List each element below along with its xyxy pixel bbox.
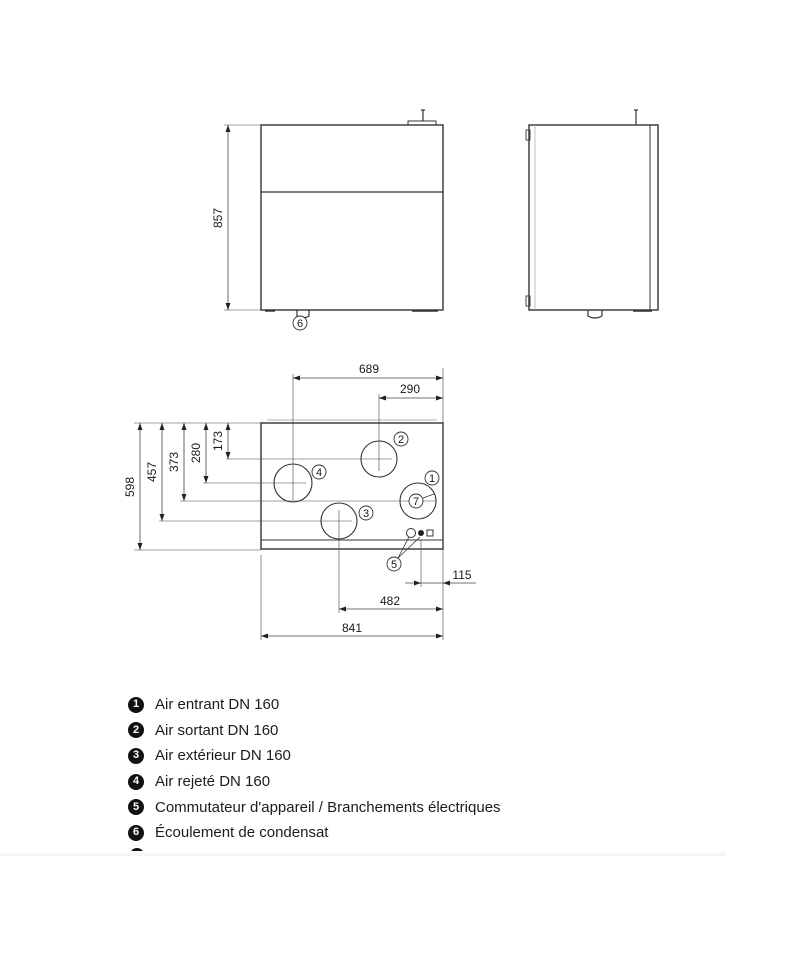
dim-173-label: 173 [211, 431, 225, 451]
dim-457-arrow-b [159, 514, 165, 521]
callout-3-label: 3 [363, 508, 369, 520]
callout-7-label: 7 [413, 496, 419, 508]
legend-number-badge: 2 [128, 722, 144, 739]
legend-number-badge: 5 [128, 799, 144, 816]
callout-5-leader-a [397, 536, 410, 559]
callout-5-label: 5 [391, 559, 397, 571]
dim-689-arrow-r [436, 375, 443, 381]
callout-2-label: 2 [398, 434, 404, 446]
dim-height-arrow-top [225, 125, 231, 132]
side-condensate-drain [587, 310, 603, 319]
dim-689-arrow-l [293, 375, 300, 381]
callout-5-leader-b [397, 536, 421, 559]
device-switch-icon [406, 528, 416, 538]
dim-115-label: 115 [452, 568, 471, 582]
side-hinge-top [525, 129, 531, 141]
legend-number-badge: 1 [128, 696, 144, 713]
callout-6-circle [292, 315, 308, 331]
dim-482-arrow-r [436, 606, 443, 612]
callout-2-circle [393, 431, 409, 447]
side-cabinet [528, 124, 659, 311]
dim-height-label: 857 [211, 208, 225, 228]
front-top-connector [407, 120, 437, 126]
legend-label: Commutateur d'appareil / Branchements él… [155, 798, 501, 816]
front-cabinet [260, 124, 444, 311]
dim-173-arrow-b [225, 452, 231, 459]
dim-841-arrow-l [261, 633, 268, 639]
electrical-terminal-icon [426, 529, 434, 537]
legend-label: Air rejeté DN 160 [155, 773, 271, 791]
dim-598-label: 598 [123, 477, 137, 497]
dim-280-label: 280 [189, 443, 203, 463]
dim-373-arrow-t [181, 423, 187, 430]
legend-item: 5 Commutateur d'appareil / Branchements … [128, 794, 728, 820]
dim-598-arrow-b [137, 543, 143, 550]
dim-280-arrow-t [203, 423, 209, 430]
legend-number-badge: 3 [128, 747, 144, 764]
callout-3-circle [358, 505, 374, 521]
electrical-connector-icon [418, 530, 424, 536]
legend-label: Écoulement de condensat [155, 824, 329, 842]
legend-item: 4 Air rejeté DN 160 [128, 769, 728, 795]
dim-841-label: 841 [342, 621, 362, 635]
dim-689-label: 689 [359, 362, 379, 376]
side-hinge-bottom [525, 295, 531, 307]
dim-457-arrow-t [159, 423, 165, 430]
dim-482-label: 482 [380, 594, 400, 608]
dim-173-arrow-t [225, 423, 231, 430]
callout-7-leader [422, 493, 435, 499]
dim-373-label: 373 [167, 452, 181, 472]
top-view: 2 4 7 1 3 5 689 [123, 362, 476, 640]
callout-6-label: 6 [297, 318, 303, 330]
legend-list: 1 Air entrant DN 160 2 Air sortant DN 16… [128, 692, 728, 846]
content-cutoff-edge [0, 851, 726, 856]
technical-drawing: 857 6 2 4 7 [123, 109, 659, 640]
legend-item: 2 Air sortant DN 160 [128, 718, 728, 744]
callout-1-label: 1 [429, 473, 435, 485]
legend-label: Air entrant DN 160 [155, 696, 280, 714]
callout-7-circle [408, 493, 424, 509]
legend-label: Air sortant DN 160 [155, 721, 279, 739]
callout-5-circle [386, 556, 402, 572]
dim-290-arrow-l [379, 395, 386, 401]
legend-item: 1 Air entrant DN 160 [128, 692, 728, 718]
dim-457-label: 457 [145, 462, 159, 482]
legend-item: 6 Écoulement de condensat [128, 820, 728, 846]
dim-280-arrow-b [203, 476, 209, 483]
top-cabinet [260, 422, 444, 550]
callout-4-label: 4 [316, 467, 322, 479]
legend-item: 3 Air extérieur DN 160 [128, 743, 728, 769]
dim-height-arrow-bottom [225, 303, 231, 310]
dim-841-arrow-r [436, 633, 443, 639]
callout-1-circle [424, 470, 440, 486]
callout-4-circle [311, 464, 327, 480]
dim-598-arrow-t [137, 423, 143, 430]
legend-number-badge: 6 [128, 824, 144, 841]
dim-290-arrow-r [436, 395, 443, 401]
dim-373-arrow-b [181, 494, 187, 501]
dim-115-arrow-r [443, 580, 450, 586]
legend-label: Air extérieur DN 160 [155, 747, 291, 765]
side-view [525, 109, 659, 319]
dim-482-arrow-l [339, 606, 346, 612]
legend-number-badge: 4 [128, 773, 144, 790]
front-view: 857 6 [211, 109, 444, 331]
dim-290-label: 290 [400, 382, 420, 396]
dim-115-arrow-l [414, 580, 421, 586]
